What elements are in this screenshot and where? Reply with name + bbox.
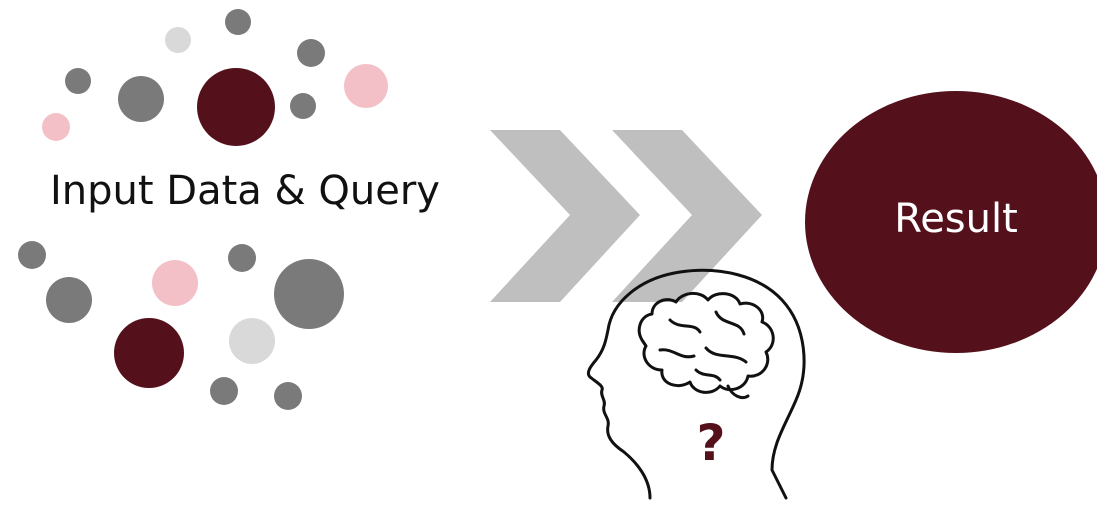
- dot: [114, 318, 184, 388]
- dot: [152, 260, 198, 306]
- brain-fold: [704, 346, 748, 364]
- brain-fold: [658, 348, 696, 359]
- dot: [344, 64, 388, 108]
- chevron-1: [490, 130, 640, 302]
- brain-outline: [637, 292, 775, 394]
- brain-stem: [726, 384, 750, 400]
- dot: [228, 244, 256, 272]
- dot: [165, 27, 191, 53]
- result-label: Result: [894, 196, 1018, 242]
- dot: [118, 76, 164, 122]
- brain-fold: [668, 318, 702, 334]
- brain-fold: [694, 368, 722, 382]
- input-data-query-label: Input Data & Query: [50, 168, 440, 214]
- input-dots-top: [42, 9, 388, 146]
- dot: [210, 377, 238, 405]
- head-brain-icon: [586, 268, 806, 500]
- result-circle: [805, 91, 1097, 353]
- brain-fold: [714, 310, 746, 336]
- dot: [42, 113, 70, 141]
- dot: [18, 241, 46, 269]
- dot: [297, 39, 325, 67]
- dot: [274, 382, 302, 410]
- input-dots-bottom: [18, 241, 344, 410]
- dot: [229, 318, 275, 364]
- dot: [46, 277, 92, 323]
- head-outline: [586, 268, 806, 500]
- dot: [197, 68, 275, 146]
- dot: [225, 9, 251, 35]
- dot: [65, 68, 91, 94]
- chevron-2: [612, 130, 762, 302]
- double-chevron-arrow-icon: [490, 130, 762, 302]
- question-mark-icon: ?: [696, 414, 726, 472]
- dot: [274, 259, 344, 329]
- dot: [290, 93, 316, 119]
